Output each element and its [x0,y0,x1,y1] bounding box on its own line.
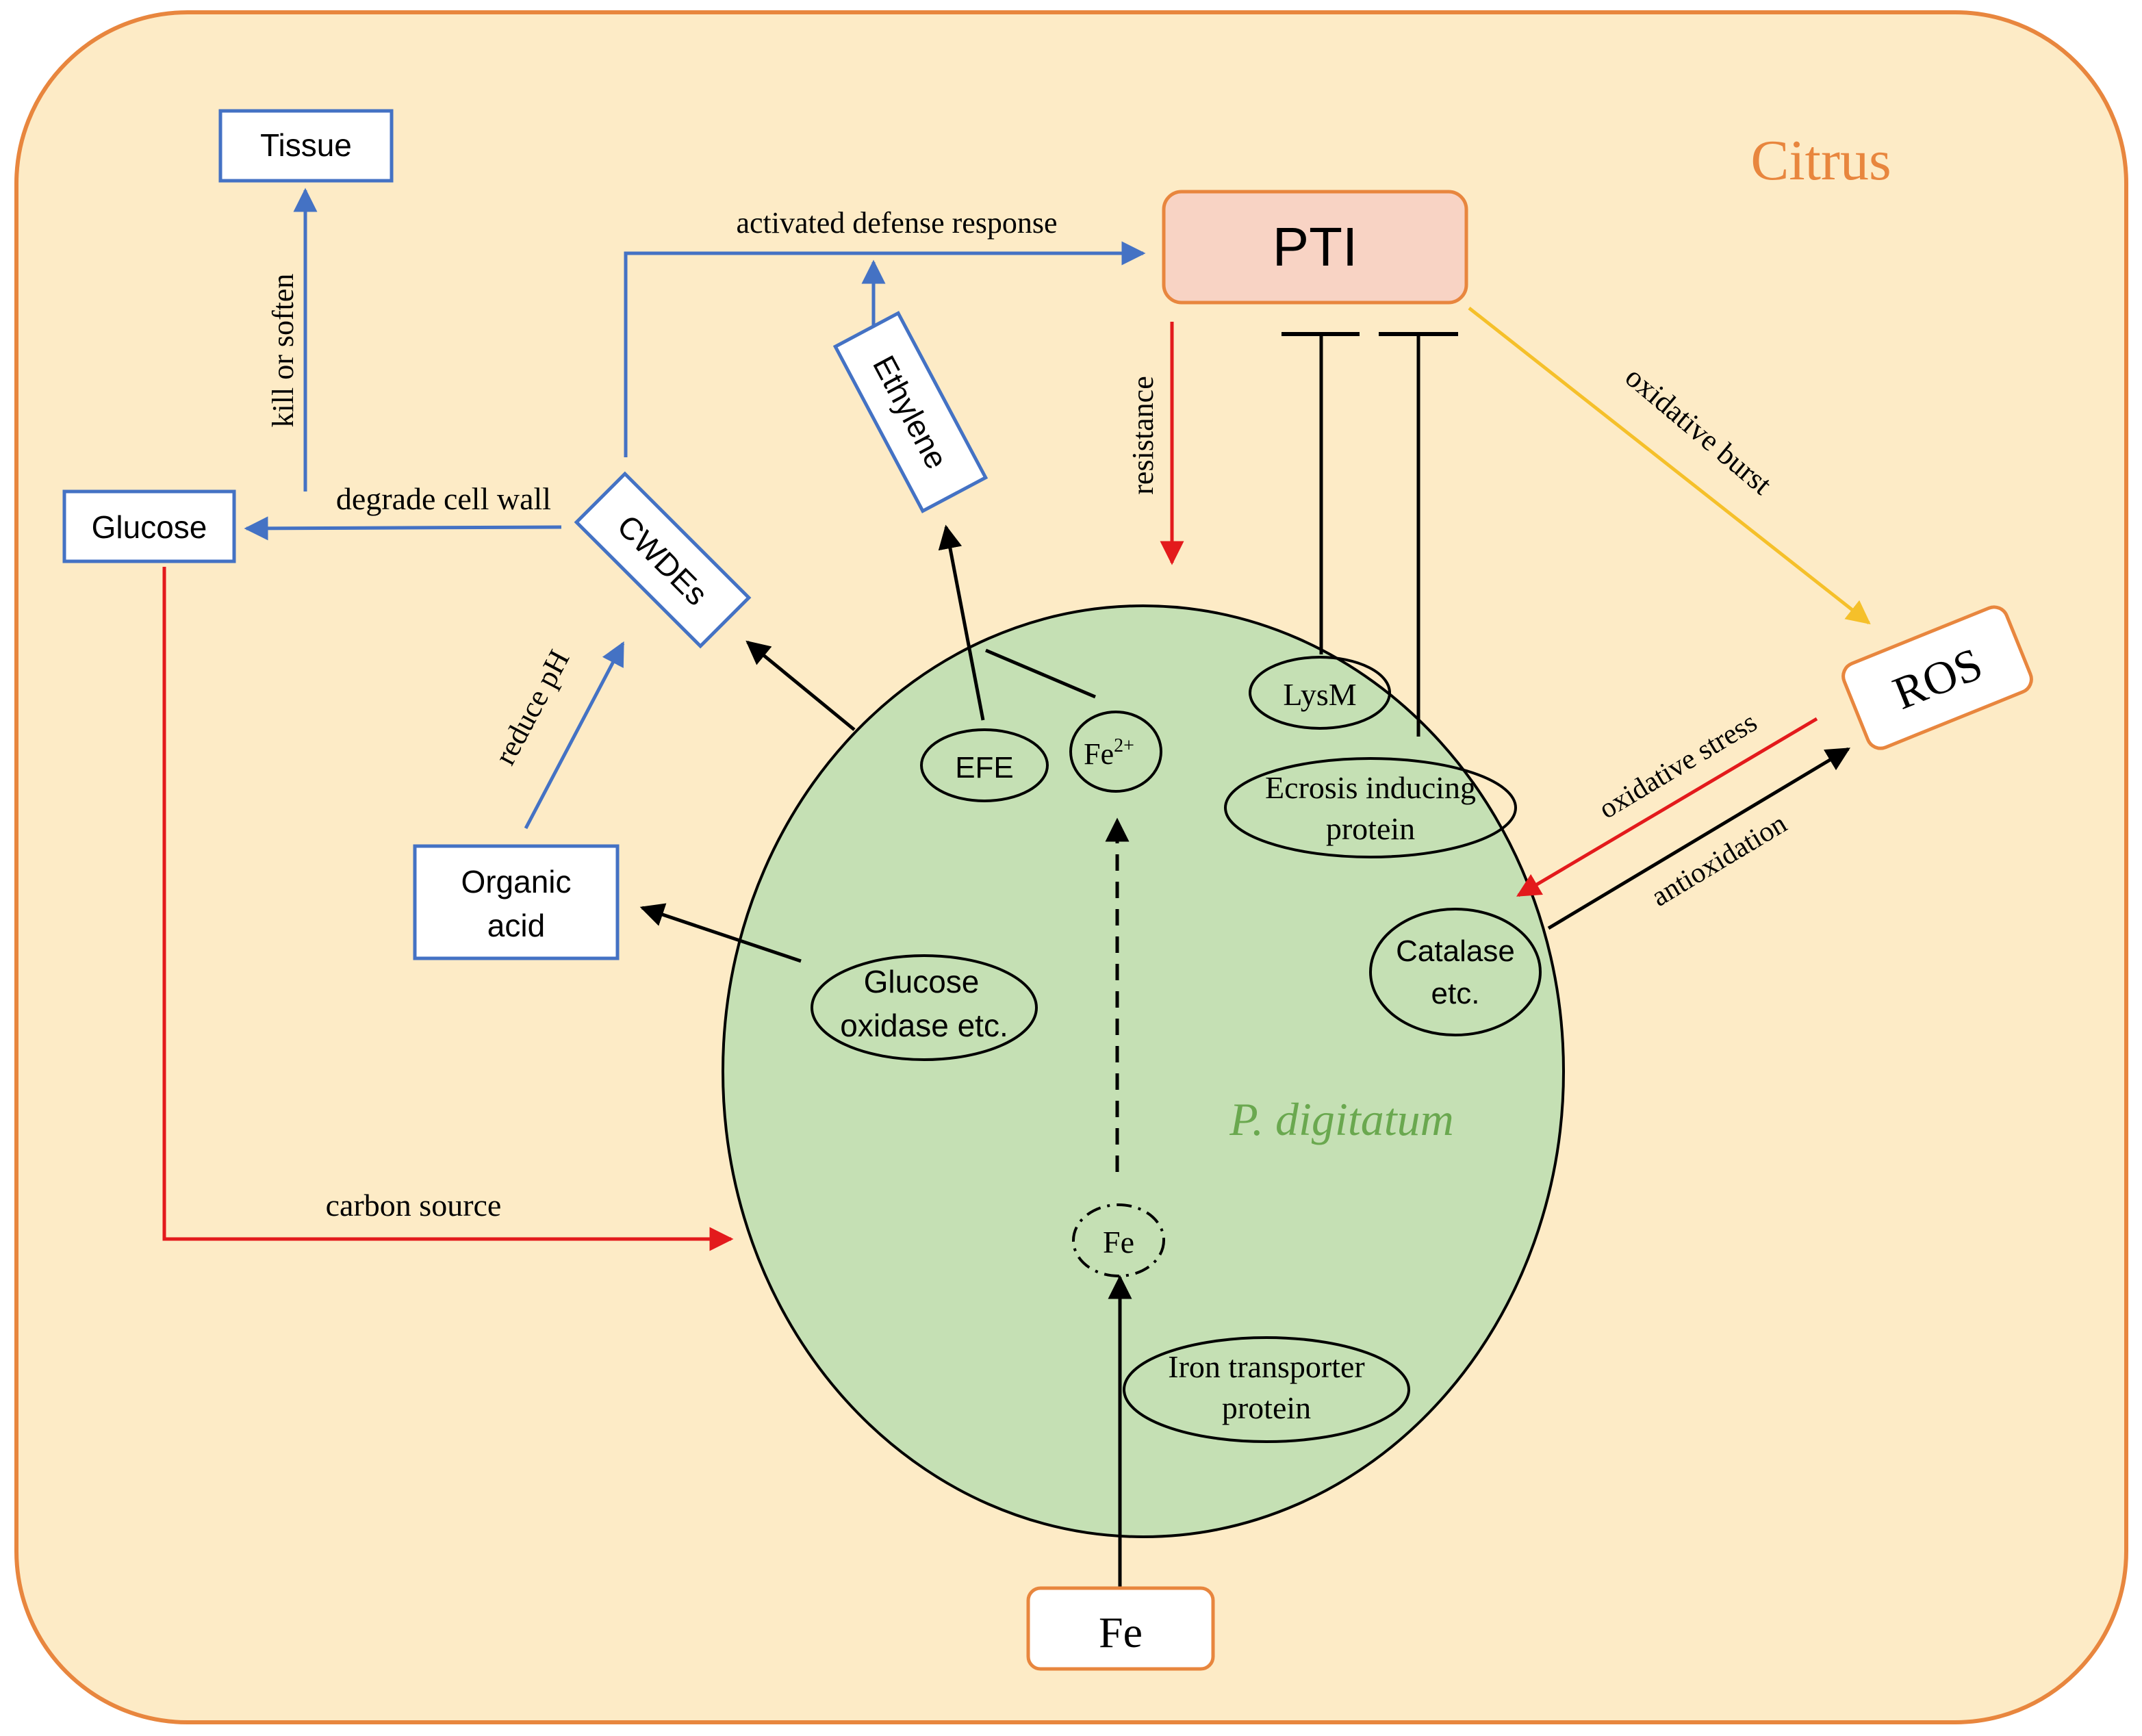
fe-inner-label: Fe [1103,1225,1134,1260]
fe-inner-ellipse: Fe [1072,1203,1165,1277]
lysm-ellipse: LysM [1249,656,1391,730]
ros-box: ROS [1841,605,2033,750]
arrow-antioxidation [1547,747,1851,930]
arrow-to-cwdes [745,640,856,731]
label-kill-or-soften: kill or soften [266,274,300,428]
glucose-label: Glucose [92,509,207,545]
organic-acid-label-1: Organic [461,864,571,899]
iron-transporter-label-2: protein [1222,1390,1311,1425]
citrus-label: Citrus [1750,129,1891,192]
pti-box: PTI [1162,190,1468,305]
organic-acid-box: Organic acid [413,844,620,960]
necrosis-label-2: protein [1326,811,1415,846]
label-degrade-cell-wall: degrade cell wall [336,481,551,516]
necrosis-protein-ellipse: Ecrosis inducing protein [1224,757,1517,858]
iron-transporter-ellipse: Iron transporter protein [1123,1336,1410,1443]
fe-source-box: Fe [1026,1586,1215,1671]
organic-acid-label-2: acid [487,908,545,943]
efe-label: EFE [955,751,1014,784]
label-resistance: resistance [1126,376,1160,494]
glucose-oxidase-ellipse: Glucose oxidase etc. [811,954,1038,1061]
pathogen-circle [722,604,1565,1538]
label-carbon-source: carbon source [326,1188,502,1223]
glucose-oxidase-label-2: oxidase etc. [840,1008,1008,1043]
arrow-reduce-ph [524,641,625,830]
necrosis-label-1: Ecrosis inducing [1265,770,1476,805]
tissue-box: Tissue [218,109,394,183]
arrow-oxidative-stress [1516,717,1818,897]
fe2-ellipse: Fe2+ [1069,711,1162,793]
fe2-base: Fe [1084,737,1114,771]
pti-label: PTI [1273,216,1357,277]
efe-ellipse: EFE [920,728,1049,802]
fe2-label: Fe2+ [1084,735,1134,771]
arrow-efe-to-ethylene [938,524,985,721]
line-fe2-to-efe [985,648,1096,699]
fe2-superscript: 2+ [1114,735,1134,756]
glucose-oxidase-label-1: Glucose [864,964,980,999]
arrow-to-organic-acid [639,903,802,963]
arrow-degrade-cell-wall [244,516,562,541]
fe-source-label: Fe [1099,1608,1143,1657]
iron-transporter-label-1: Iron transporter [1168,1349,1364,1384]
pathogen-label: P. digitatum [1229,1093,1453,1145]
glucose-box: Glucose [62,489,236,563]
label-activated-defense: activated defense response [736,206,1057,240]
catalase-label-2: etc. [1431,977,1480,1010]
tissue-label: Tissue [260,127,352,163]
arrow-oxidative-burst [1468,307,1871,625]
catalase-label-1: Catalase [1396,934,1515,968]
catalase-ellipse: Catalase etc. [1369,908,1542,1036]
arrow-activated-defense [624,241,1146,457]
arrow-carbon-source [162,567,734,1251]
lysm-label: LysM [1283,677,1356,712]
